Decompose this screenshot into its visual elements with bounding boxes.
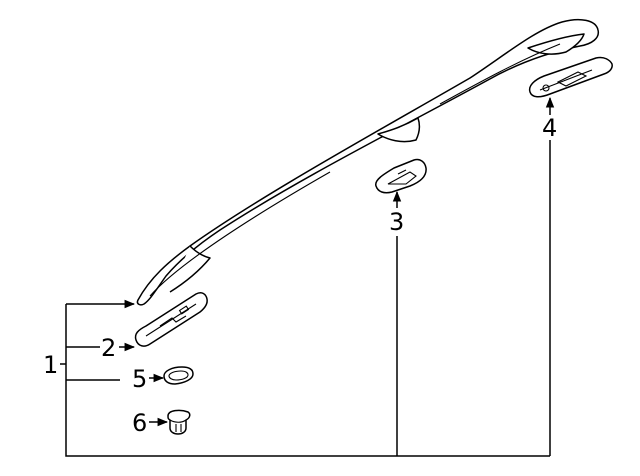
callout-6: 6 xyxy=(132,409,147,437)
middle-cover xyxy=(375,158,427,194)
callout-4: 4 xyxy=(542,114,557,142)
callout-1: 1 xyxy=(43,351,58,379)
rear-cover xyxy=(528,56,613,98)
clip-nut xyxy=(167,409,191,435)
callout-5: 5 xyxy=(132,365,147,393)
seal-pad xyxy=(163,366,194,385)
callout-2: 2 xyxy=(101,334,116,362)
front-cover xyxy=(134,292,208,347)
callout-3: 3 xyxy=(389,208,404,236)
leader-lines xyxy=(60,96,555,457)
roof-rail xyxy=(136,18,600,306)
